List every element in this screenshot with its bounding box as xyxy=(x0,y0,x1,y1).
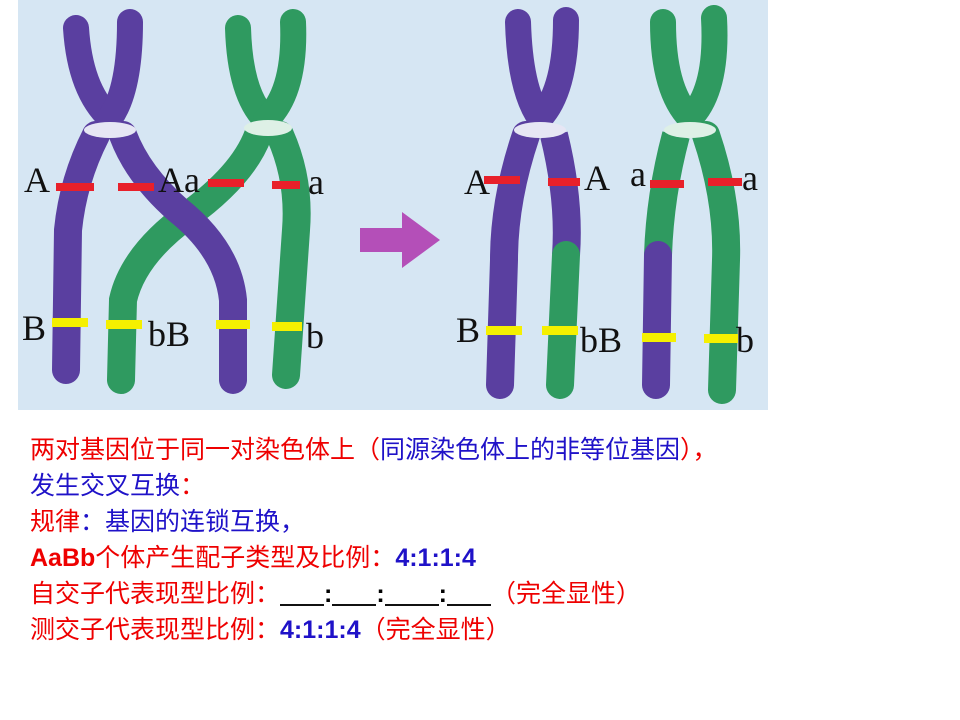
red-band-a xyxy=(650,180,684,188)
red-band-A xyxy=(56,183,94,191)
text-line-rule: 规律：基因的连锁互换， xyxy=(30,504,950,540)
linkage-text-end: ）， xyxy=(680,435,718,464)
green-exchanged-segment xyxy=(546,241,580,399)
red-band-a xyxy=(708,178,742,186)
answer-blank xyxy=(447,578,491,606)
label-a: a xyxy=(630,154,646,194)
yellow-band-b xyxy=(542,326,578,335)
yellow-band-b xyxy=(704,334,738,343)
text-line-linkage: 两对基因位于同一对染色体上（同源染色体上的非等位基因）， xyxy=(30,432,950,468)
yellow-band-b xyxy=(272,322,302,331)
purple-chromosome-top-arm xyxy=(97,9,143,131)
green-chromosome-top-arm xyxy=(677,5,728,131)
red-band-a xyxy=(208,179,244,187)
yellow-band-b xyxy=(106,320,142,329)
crossover-text: 发生交叉互换 xyxy=(30,471,181,500)
rule-label: 规律 xyxy=(30,507,81,536)
gametes-ratio: 4:1:1:4 xyxy=(395,544,476,572)
red-band-A xyxy=(484,176,520,184)
answer-blank xyxy=(384,578,439,606)
green-centromere xyxy=(244,120,292,136)
label-A: A xyxy=(584,158,610,198)
text-line-gametes: AaBb个体产生配子类型及比例：4:1:1:4 xyxy=(30,540,950,576)
label-A: A xyxy=(24,160,50,200)
red-band-A xyxy=(548,178,580,186)
genotype-text: AaBb xyxy=(30,544,96,572)
green-centromere xyxy=(664,122,716,138)
green-chromosome-top-arm xyxy=(253,9,307,133)
red-band-a xyxy=(272,181,300,189)
red-band-A xyxy=(118,183,154,191)
text-line-selfing: 自交子代表现型比例：::: （完全显性） xyxy=(30,576,950,612)
ratio-separator: : xyxy=(438,580,447,608)
label-B: B xyxy=(22,308,46,348)
non-allelic-genes-text: 同源染色体上的非等位基因 xyxy=(380,435,681,464)
testcross-ratio: 4:1:1:4 xyxy=(280,616,361,644)
label-B: B xyxy=(456,310,480,350)
yellow-band-B xyxy=(486,326,522,335)
linkage-text: 两对基因位于同一对染色体上（ xyxy=(30,435,381,464)
purple-chromosome-crossing-strand xyxy=(109,121,247,394)
answer-blank xyxy=(332,578,377,606)
label-A: A xyxy=(464,162,490,202)
yellow-band-B xyxy=(52,318,88,327)
purple-chromosome-top-arm xyxy=(527,7,579,131)
label-bB: bB xyxy=(148,314,190,354)
green-chromosome-chromatid xyxy=(644,131,690,256)
right-arrow-icon xyxy=(360,212,440,268)
label-b: b xyxy=(736,320,754,360)
purple-exchanged-segment xyxy=(642,241,672,399)
gametes-label: 个体产生配子类型及比例： xyxy=(95,543,396,572)
label-a: a xyxy=(742,158,758,198)
text-line-testcross: 测交子代表现型比例：4:1:1:4（完全显性） xyxy=(30,612,950,648)
answer-blank xyxy=(280,578,325,606)
label-a: a xyxy=(308,162,324,202)
yellow-band-B xyxy=(216,320,250,329)
yellow-band-B xyxy=(642,333,676,342)
text-line-crossover: 发生交叉互换： xyxy=(30,468,950,504)
ratio-separator: : xyxy=(376,580,385,608)
rule-text: ：基因的连锁互换， xyxy=(80,507,306,536)
label-bB: bB xyxy=(580,320,622,360)
selfing-label: 自交子代表现型比例： xyxy=(30,579,281,608)
purple-chromosome-chromatid xyxy=(486,121,540,399)
label-b: b xyxy=(306,316,324,356)
testcross-label: 测交子代表现型比例： xyxy=(30,615,281,644)
ratio-separator: : xyxy=(324,580,333,608)
explanation-text: 两对基因位于同一对染色体上（同源染色体上的非等位基因）， 发生交叉互换： 规律：… xyxy=(30,432,950,648)
green-chromosome-outer-strand xyxy=(266,121,311,389)
complete-dominance-note: （完全显性） xyxy=(491,579,642,608)
chromosome-diagram: A Aa a B bB b A A xyxy=(22,5,758,404)
crossover-colon: ： xyxy=(180,471,206,500)
complete-dominance-note: （完全显性） xyxy=(360,615,511,644)
purple-chromosome-chromatid xyxy=(540,131,581,257)
green-chromosome-chromatid xyxy=(692,121,741,404)
purple-centromere xyxy=(514,122,566,138)
purple-chromosome-outer-strand xyxy=(52,121,110,384)
purple-centromere xyxy=(84,122,136,138)
label-Aa: Aa xyxy=(158,160,200,200)
chromosome-crossover-figure: A Aa a B bB b A A xyxy=(18,0,768,410)
